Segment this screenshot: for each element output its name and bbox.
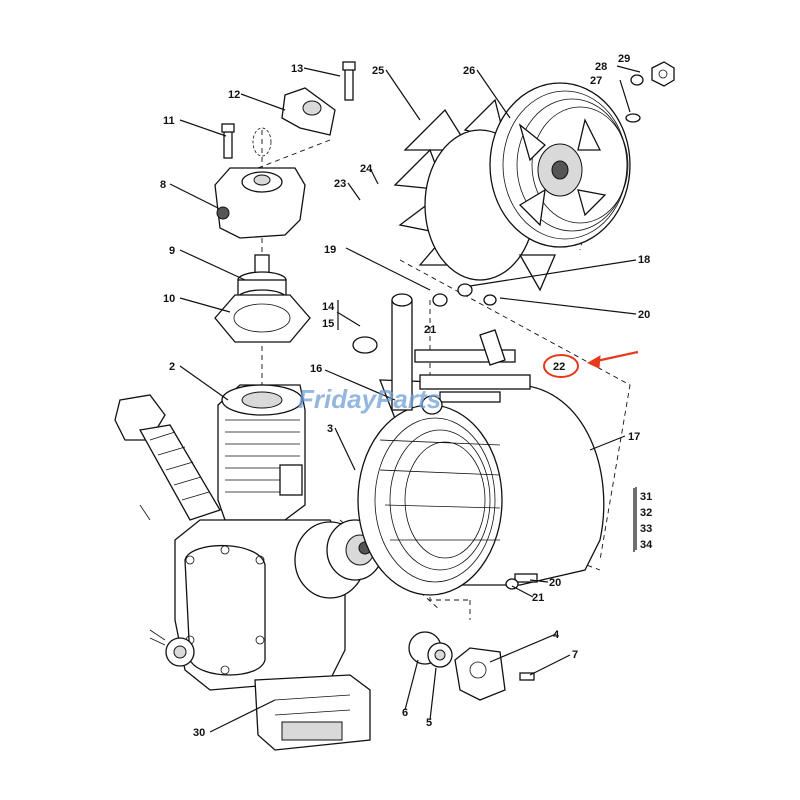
group-brackets (337, 300, 635, 552)
callout-20-top: 20 (638, 309, 650, 321)
callout-30: 30 (193, 727, 205, 739)
bearing-carrier-part-3 (294, 519, 405, 599)
callout-16: 16 (310, 363, 322, 375)
callout-6: 6 (402, 707, 408, 719)
leader-lines (169, 65, 641, 733)
callout-24: 24 (360, 163, 373, 175)
pulley-part-26 (489, 82, 631, 248)
callout-21-top: 21 (424, 324, 436, 336)
callout-31: 31 (640, 491, 652, 503)
callout-2: 2 (169, 361, 175, 373)
callout-22: 22 (553, 361, 565, 373)
gasket-part-10 (214, 294, 311, 343)
callout-34: 34 (640, 539, 653, 551)
callout-29: 29 (618, 53, 630, 65)
head-cover-part-8 (214, 167, 306, 239)
callout-5: 5 (426, 717, 432, 729)
bracket-part-12 (221, 61, 356, 159)
callout-15: 15 (322, 318, 334, 330)
piping-assembly (352, 283, 538, 590)
intercooler-shroud-part-17 (357, 379, 605, 596)
callout-20-bottom: 20 (549, 577, 561, 589)
callout-11: 11 (163, 115, 175, 127)
watermark-text: FridayParts (298, 384, 441, 414)
callout-33: 33 (640, 523, 652, 535)
callout-13: 13 (291, 63, 303, 75)
callout-14: 14 (322, 301, 335, 313)
callout-9: 9 (169, 245, 175, 257)
callout-32: 32 (640, 507, 652, 519)
callout-17: 17 (628, 431, 640, 443)
callout-25: 25 (372, 65, 384, 77)
callout-27: 27 (590, 75, 602, 87)
hardware-parts-27-29 (625, 61, 675, 123)
unloader-valve (149, 629, 195, 667)
callout-19: 19 (324, 244, 336, 256)
callout-3: 3 (327, 423, 333, 435)
callout-12: 12 (228, 89, 240, 101)
callout-26: 26 (463, 65, 475, 77)
part-22-highlight (543, 350, 639, 378)
callout-4: 4 (553, 629, 560, 641)
end-cover-parts-4-7 (408, 631, 535, 701)
callout-10: 10 (163, 293, 175, 305)
callout-23: 23 (334, 178, 346, 190)
callout-18: 18 (638, 254, 650, 266)
callout-7: 7 (572, 649, 578, 661)
cylinder-part-2 (217, 384, 306, 521)
callout-21-bottom: 21 (532, 592, 544, 604)
callout-8: 8 (160, 179, 166, 191)
callout-labels: 13 12 11 8 9 10 2 25 26 28 29 27 24 23 1… (160, 53, 653, 739)
air-inlet-bellows (114, 394, 221, 521)
callout-28: 28 (595, 61, 607, 73)
